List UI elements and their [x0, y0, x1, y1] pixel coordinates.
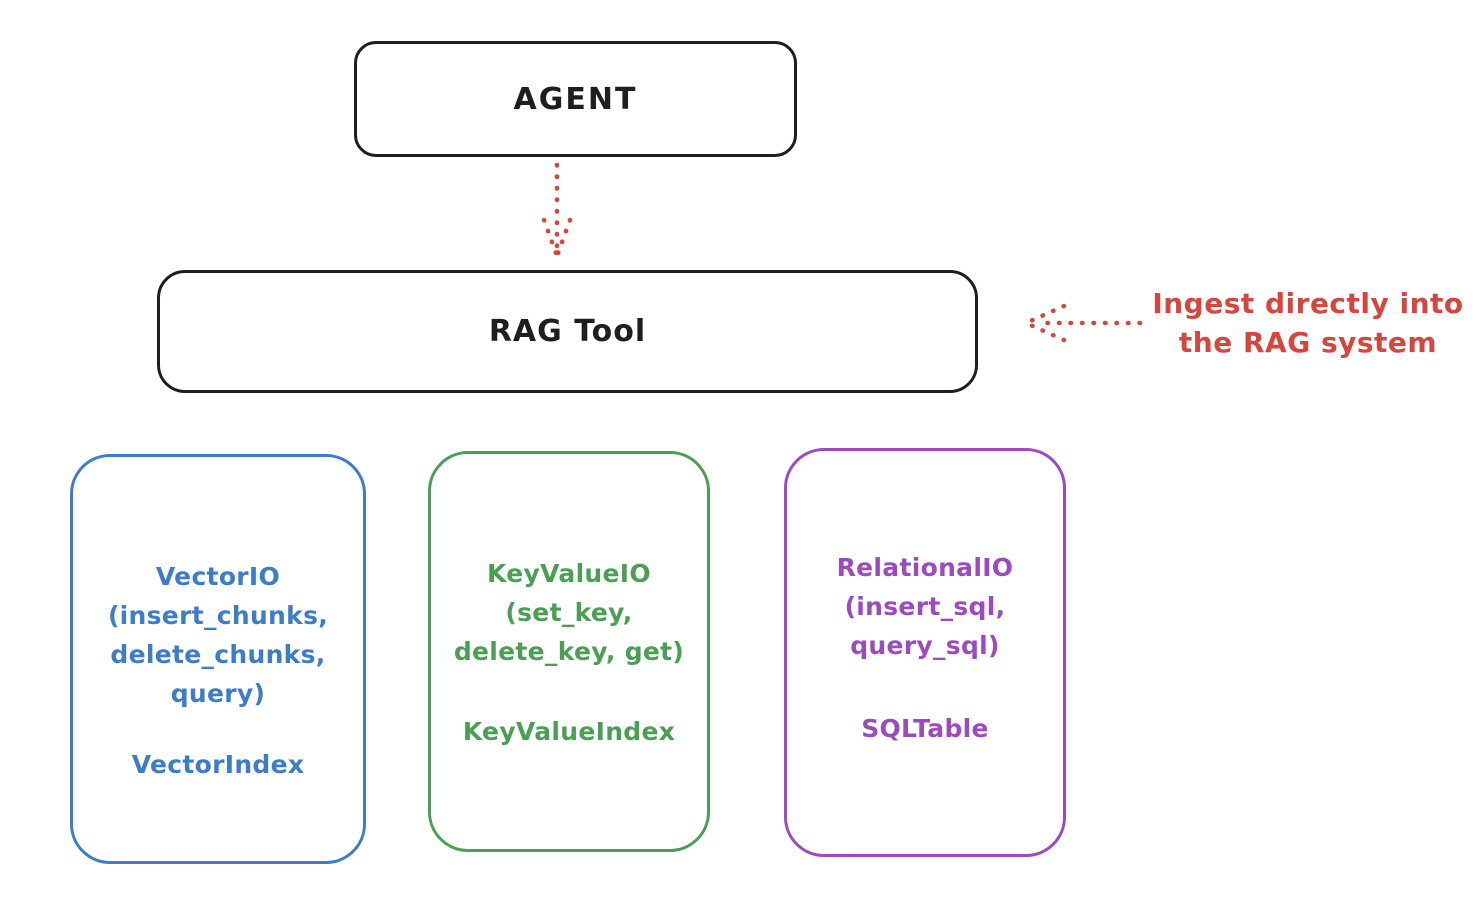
vector-io-text: VectorIO (insert_chunks, delete_chunks, …: [73, 557, 363, 784]
spacer: [431, 671, 707, 712]
keyvalue-io-node: KeyValueIO (set_key, delete_key, get) Ke…: [428, 451, 710, 852]
relational-io-method-2: query_sql): [850, 631, 1000, 660]
spacer: [787, 665, 1063, 709]
arrowhead-right-stroke: [554, 217, 573, 259]
vector-io-index: VectorIndex: [131, 750, 305, 779]
relational-io-node: RelationalIO (insert_sql, query_sql) SQL…: [784, 448, 1066, 857]
rag-tool-node: RAG Tool: [157, 270, 978, 393]
keyvalue-io-method-2: delete_key, get): [453, 637, 685, 666]
vector-io-method-2: delete_chunks,: [110, 640, 326, 669]
dotted-arrow-left-icon: [1023, 303, 1143, 343]
spacer: [73, 713, 363, 745]
relational-io-index: SQLTable: [861, 714, 989, 743]
ingest-annotation-line2: the RAG system: [1178, 326, 1438, 359]
arrowhead-top-stroke: [1023, 303, 1067, 326]
ingest-annotation: Ingest directly into the RAG system: [1140, 284, 1476, 362]
keyvalue-io-index: KeyValueIndex: [462, 717, 676, 746]
agent-label: AGENT: [513, 81, 638, 117]
vector-io-method-3: query): [170, 679, 266, 708]
vector-io-method-1: (insert_chunks,: [107, 601, 329, 630]
keyvalue-io-title: KeyValueIO: [487, 559, 651, 588]
keyvalue-io-method-1: (set_key,: [505, 598, 633, 627]
agent-node: AGENT: [354, 41, 797, 157]
rag-tool-label: RAG Tool: [488, 314, 647, 349]
vector-io-title: VectorIO: [155, 562, 281, 591]
vector-io-node: VectorIO (insert_chunks, delete_chunks, …: [70, 454, 366, 864]
keyvalue-io-text: KeyValueIO (set_key, delete_key, get) Ke…: [431, 554, 707, 751]
arrowhead-left-stroke: [541, 217, 560, 259]
relational-io-text: RelationalIO (insert_sql, query_sql) SQL…: [787, 548, 1063, 748]
relational-io-title: RelationalIO: [836, 553, 1014, 582]
dotted-arrow-down-icon: [541, 162, 573, 259]
relational-io-method-1: (insert_sql,: [844, 592, 1006, 621]
arrowhead-bottom-stroke: [1023, 320, 1067, 343]
ingest-annotation-line1: Ingest directly into: [1152, 287, 1464, 320]
